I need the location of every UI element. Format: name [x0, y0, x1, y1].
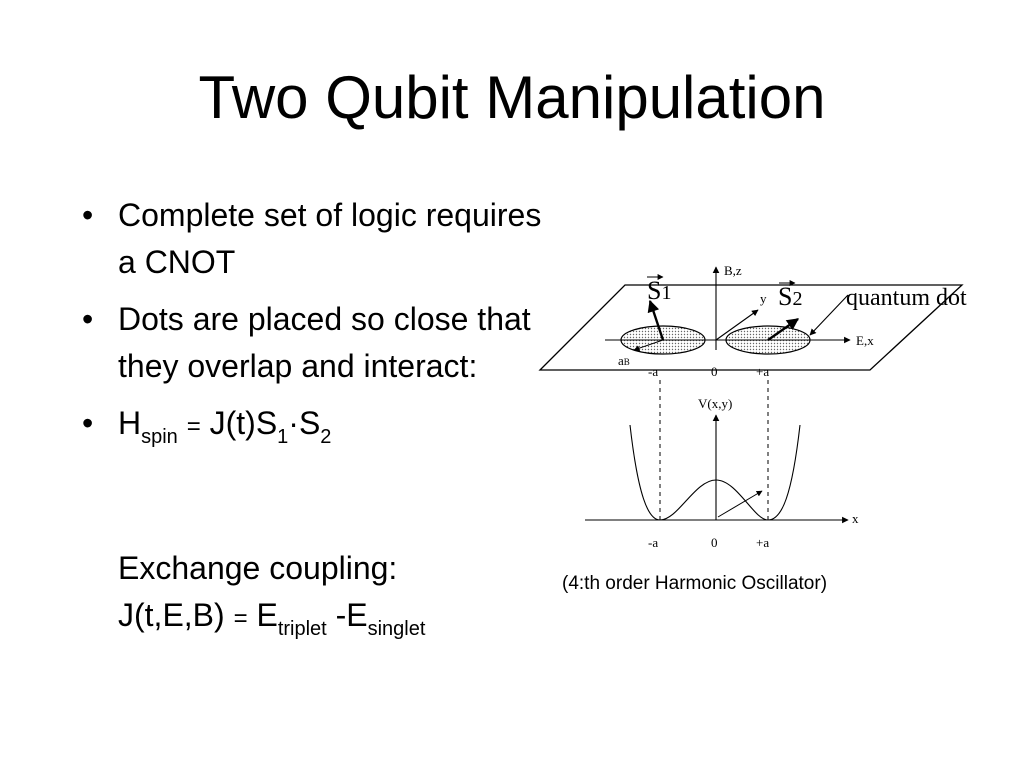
bullet-symbol: • — [82, 301, 94, 337]
figure-caption: (4:th order Harmonic Oscillator) — [562, 573, 828, 594]
bohr-radius-arrow — [633, 339, 664, 352]
minus-a-label: -a — [648, 364, 658, 379]
zero-label-bottom: 0 — [711, 535, 718, 550]
exchange-heading: Exchange coupling: — [118, 550, 398, 586]
bullet-text: Complete set of logic requires a CNOT — [118, 197, 542, 280]
ab-label: aB — [618, 353, 630, 368]
plus-a-label-bottom: +a — [756, 535, 769, 550]
ex-label: E,x — [856, 333, 874, 348]
bz-label: B,z — [724, 263, 742, 278]
bullet-symbol: • — [82, 197, 94, 233]
slide-title: Two Qubit Manipulation — [198, 64, 826, 131]
bullet-item-cnot: • Complete set of logic requires a CNOT — [82, 192, 542, 286]
bullet-symbol: • — [82, 405, 94, 441]
quantum-dot-label: quantum dot — [846, 285, 967, 311]
vxy-label: V(x,y) — [698, 396, 732, 411]
bullet-text: Dots are placed so close that they overl… — [118, 301, 531, 384]
quantum-dot-pointer — [809, 294, 849, 336]
exchange-coupling: Exchange coupling: J(t,E,B) = Etriplet -… — [118, 545, 425, 642]
bullet-list: • Complete set of logic requires a CNOT … — [82, 192, 542, 460]
s1-label: S1 — [647, 276, 671, 305]
s2-label: S2 — [778, 282, 802, 311]
minus-a-label-bottom: -a — [648, 535, 658, 550]
exchange-equation: J(t,E,B) = Etriplet -Esinglet — [118, 597, 426, 640]
x-label: x — [852, 511, 859, 526]
double-well-curve — [629, 424, 801, 521]
plus-a-label: +a — [756, 364, 769, 379]
y-label: y — [760, 291, 767, 306]
double-dot-diagram: B,z S1 y S2 quantum dot E,x aB -a 0 +a V… — [538, 263, 967, 550]
substrate-plane — [538, 284, 964, 371]
spin-vector-s2 — [767, 318, 799, 341]
zero-label: 0 — [711, 364, 718, 379]
y-axis — [715, 309, 759, 341]
spin-vector-s1 — [647, 299, 665, 341]
tunnel-arrow — [717, 490, 763, 518]
hamiltonian-equation: Hspin = J(t)S1·S2 — [118, 405, 332, 448]
bullet-item-hamiltonian: • Hspin = J(t)S1·S2 — [82, 400, 542, 450]
bullet-item-overlap: • Dots are placed so close that they ove… — [82, 296, 542, 390]
